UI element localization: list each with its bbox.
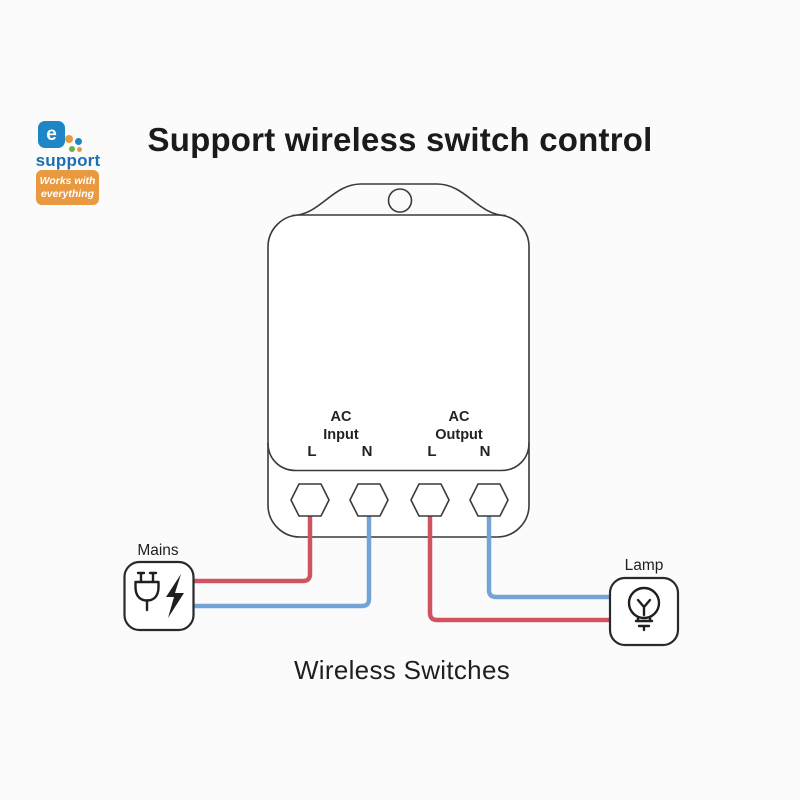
input-l-label: L: [307, 443, 316, 460]
device-body: [267, 214, 530, 538]
mains-box: [123, 560, 195, 632]
badge-dot-orange-icon: [65, 135, 73, 143]
lamp-label: Lamp: [625, 557, 664, 574]
terminal-output-l: [410, 483, 450, 517]
ac-input-label-line1: AC: [331, 409, 352, 425]
wire-live-output: [427, 514, 611, 623]
brand-e-icon: e: [38, 121, 65, 148]
page-title: Support wireless switch control: [147, 121, 653, 158]
badge-tagline-line2: everything: [40, 187, 95, 200]
lightning-bolt-icon: [166, 574, 184, 618]
badge-tagline: Works with everything: [36, 170, 99, 205]
wire-neutral-output: [486, 514, 611, 600]
terminal-output-n: [469, 483, 509, 517]
ac-output-label-line1: AC: [449, 409, 470, 425]
wire-live-input: [194, 514, 313, 584]
terminal-input-l: [290, 483, 330, 517]
light-bulb-icon: [627, 586, 661, 632]
terminal-input-n: [349, 483, 389, 517]
caption: Wireless Switches: [294, 655, 510, 685]
badge-dot-green-icon: [69, 146, 75, 152]
ac-output-label-line2: Output: [435, 427, 483, 443]
device-inner-seam: [267, 442, 530, 472]
ac-input-label-line2: Input: [323, 427, 359, 443]
badge-dot-blue-icon: [75, 138, 82, 145]
mains-label: Mains: [137, 542, 179, 559]
output-n-label: N: [480, 443, 491, 460]
badge-dot-orange-small-icon: [77, 147, 82, 152]
wire-neutral-input: [194, 514, 372, 609]
power-plug-icon: [134, 571, 160, 612]
mounting-hole-icon: [387, 188, 413, 213]
support-badge: e support Works with everything: [30, 112, 106, 212]
output-l-label: L: [427, 443, 436, 460]
device-mounting-tab: [291, 183, 507, 217]
input-n-label: N: [362, 443, 373, 460]
badge-tagline-line1: Works with: [39, 174, 96, 187]
badge-brand-text: support: [35, 151, 101, 170]
